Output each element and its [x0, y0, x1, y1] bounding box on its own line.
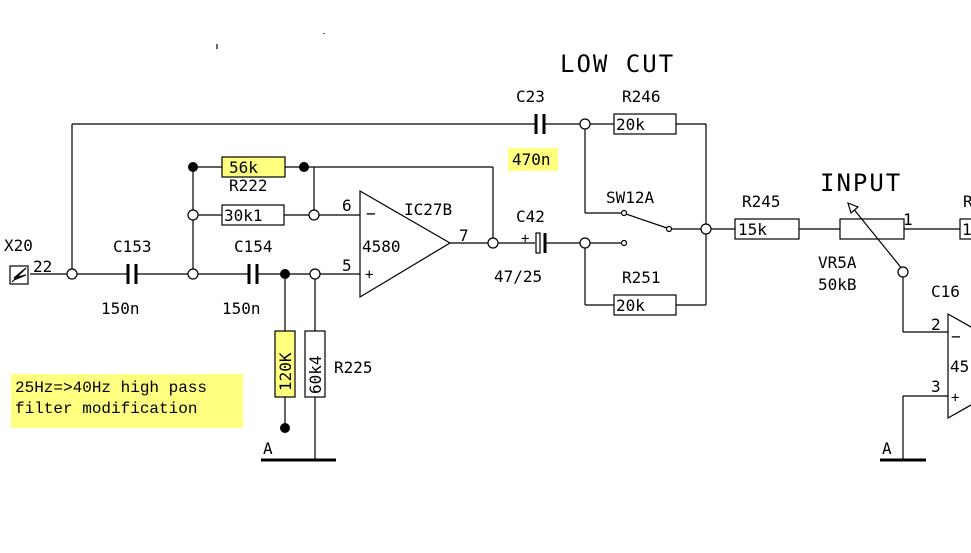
c154-value: 150n: [222, 299, 261, 318]
r251-value: 20k: [616, 296, 645, 315]
vr5a-ref: VR5A: [818, 253, 857, 272]
r225-ref: R225: [334, 358, 373, 377]
switch-sw12a: SW12A: [606, 188, 673, 247]
svg-text:+: +: [521, 231, 529, 247]
c16-pin3: 3: [931, 377, 941, 396]
svg-text:+: +: [951, 390, 959, 406]
svg-text:−: −: [366, 204, 376, 223]
resistor-r222-original: 30k1: [221, 204, 285, 226]
r-right-ref: R: [963, 192, 971, 211]
ic27b-ref: IC27B: [404, 200, 452, 219]
opamp-ic27b: − + 4580 IC27B 6 5 7: [342, 189, 469, 299]
note-line-1: 25Hz=>40Hz high pass: [15, 379, 207, 397]
r-120k-value: 120K: [276, 352, 295, 391]
r-right-value: 1: [962, 220, 971, 239]
capacitor-c23: C23 470n: [508, 87, 558, 171]
connector-x20: X20 22: [4, 236, 52, 285]
solder-dots: [188, 162, 309, 433]
ground-right-label: A: [882, 439, 892, 458]
c23-ref: C23: [516, 87, 545, 106]
ground-left: A: [261, 439, 336, 462]
c42-ref: C42: [516, 207, 545, 226]
c153-value: 150n: [101, 299, 140, 318]
resistor-r225: 60k4 R225: [304, 330, 373, 398]
ic27b-pin7: 7: [459, 226, 469, 245]
ic27b-pin5: 5: [342, 256, 352, 275]
capacitor-c42: + C42 47/25: [494, 207, 547, 286]
vr5a-value: 50kB: [818, 275, 857, 294]
connector-pin: 22: [33, 257, 52, 276]
title-low-cut: LOW CUT: [560, 50, 675, 78]
svg-text:−: −: [951, 327, 961, 346]
ic27b-part: 4580: [362, 237, 401, 256]
resistor-r222-modified: 56k R222: [221, 156, 286, 195]
c23-value: 470n: [512, 150, 551, 169]
r245-ref: R245: [742, 192, 781, 211]
resistor-r251: 20k R251: [613, 268, 677, 316]
resistor-r246: 20k R246: [613, 87, 677, 135]
opamp-c16-partial: − + 45 C16 2 3: [931, 282, 971, 420]
capacitor-c154: C154 150n: [222, 237, 273, 318]
r225-value: 60k4: [306, 355, 325, 394]
capacitor-c153: C153 150n: [101, 237, 152, 318]
resistor-r245: 15k R245: [734, 192, 800, 240]
c154-ref: C154: [234, 237, 273, 256]
r246-value: 20k: [616, 115, 645, 134]
modification-note: 25Hz=>40Hz high pass filter modification: [11, 374, 243, 428]
r222-orig-value: 30k1: [224, 206, 263, 225]
r245-value: 15k: [738, 220, 767, 239]
c42-value: 47/25: [494, 267, 542, 286]
resistor-right-partial: 1 R: [959, 192, 971, 240]
resistor-120k-modified: 120K: [274, 330, 296, 398]
ic27b-pin6: 6: [342, 196, 352, 215]
svg-text:+: +: [365, 267, 373, 283]
c16-pin2: 2: [931, 315, 941, 334]
r251-ref: R251: [622, 268, 661, 287]
r222-value: 56k: [229, 158, 258, 177]
c16-ref: C16: [931, 282, 960, 301]
input-label: INPUT: [820, 169, 902, 197]
r246-ref: R246: [622, 87, 661, 106]
c16-part: 45: [950, 357, 969, 376]
r222-ref: R222: [229, 176, 268, 195]
connector-ref: X20: [4, 236, 33, 255]
ground-left-label: A: [263, 439, 273, 458]
potentiometer-vr5a: 1 VR5A 50kB: [818, 201, 913, 294]
vr5a-pin: 1: [903, 210, 913, 229]
c153-ref: C153: [113, 237, 152, 256]
sw12a-ref: SW12A: [606, 188, 655, 207]
note-line-2: filter modification: [15, 400, 197, 418]
junction-nodes: [66, 118, 909, 280]
ground-right: A: [880, 439, 926, 462]
